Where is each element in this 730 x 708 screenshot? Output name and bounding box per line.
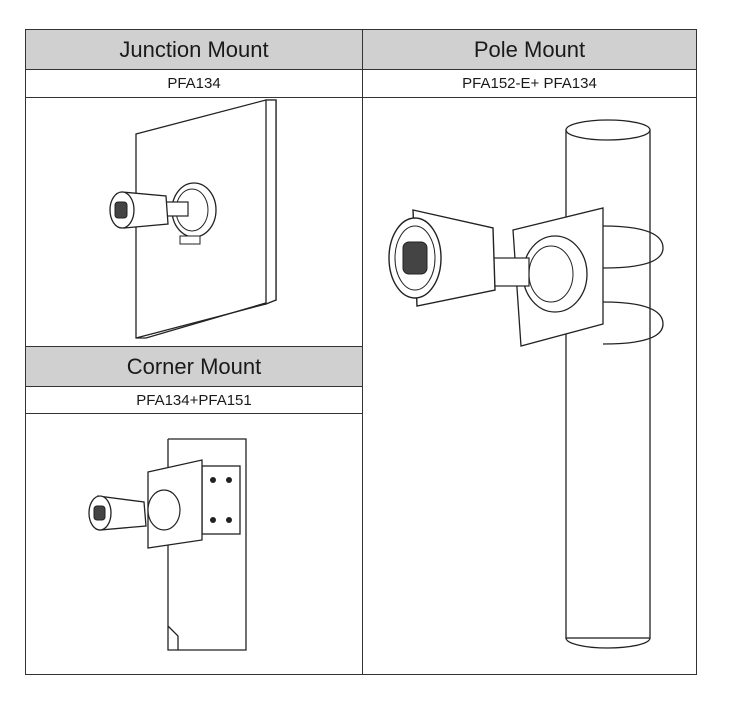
junction-mount-model-text: PFA134: [167, 75, 221, 92]
pole-mount-model: PFA152-E+ PFA134: [363, 70, 696, 97]
junction-mount-title: Junction Mount: [119, 36, 269, 62]
corner-mount-header: Corner Mount: [26, 347, 362, 386]
corner-model-divider: [26, 413, 362, 414]
junction-mount-header: Junction Mount: [26, 30, 362, 69]
column-divider: [362, 30, 363, 674]
junction-mount-illustration: [26, 98, 362, 346]
corner-mount-model-text: PFA134+PFA151: [136, 391, 252, 409]
pole-mount-illustration: [363, 98, 696, 674]
corner-mount-title: Corner Mount: [126, 353, 262, 379]
corner-mount-illustration: [26, 414, 362, 674]
mount-table: Junction Mount Pole Mount PFA134 PFA152-…: [25, 29, 697, 675]
corner-top-divider: [26, 346, 362, 347]
header-divider: [26, 69, 696, 70]
junction-mount-model: PFA134: [26, 70, 362, 97]
corner-header-divider: [26, 386, 362, 387]
pole-mount-header: Pole Mount: [363, 30, 696, 69]
model-divider: [26, 97, 696, 98]
pole-mount-model-text: PFA152-E+ PFA134: [462, 75, 597, 92]
corner-mount-model: PFA134+PFA151: [26, 387, 362, 413]
pole-mount-title: Pole Mount: [473, 36, 586, 62]
